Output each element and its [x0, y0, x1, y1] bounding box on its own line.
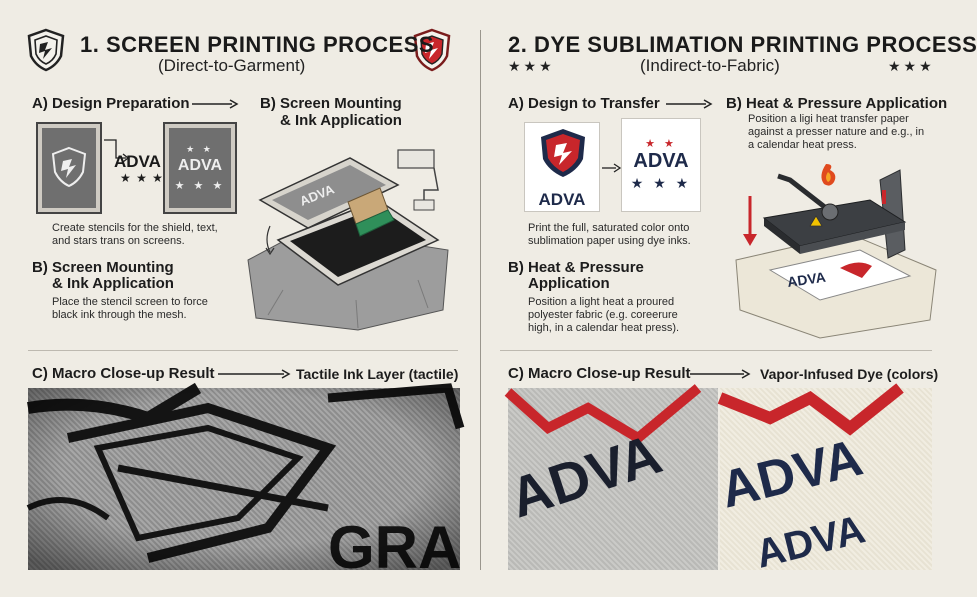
- right-stars-right: ★★★: [888, 58, 935, 74]
- macro-right-text-2: ADVA: [752, 507, 870, 576]
- heat-press-illustration: ADVA: [735, 164, 937, 339]
- right-step-b-heading-2: Application: [528, 275, 610, 292]
- stencil-frame-stars-top: ★ ★: [186, 144, 214, 154]
- transfer-stars-bottom: ★ ★ ★: [630, 175, 692, 191]
- right-step-b-top-heading: B) Heat & Pressure Application: [726, 95, 948, 112]
- right-step-a-desc-2: sublimation paper using dye inks.: [528, 235, 691, 247]
- arrow-bend-icon-2: [136, 150, 162, 186]
- panel-divider: [480, 30, 481, 570]
- arrow-small-icon: [602, 163, 622, 173]
- right-step-b-desc-1: Position a light heat a proured: [528, 296, 675, 308]
- left-step-b-desc-2: black ink through the mesh.: [52, 309, 187, 321]
- transfer-brand: ADVA: [633, 150, 689, 172]
- ink-print-closeup: GRA: [26, 382, 465, 581]
- color-shield-icon: [541, 129, 585, 177]
- arrow-right-icon-rc: [690, 369, 751, 379]
- right-step-b-desc-3: high, in a calendar heat press).: [528, 322, 680, 334]
- left-step-b-top-heading-2: & Ink Application: [280, 112, 402, 129]
- left-step-b-desc-1: Place the stencil screen to force: [52, 296, 208, 308]
- design-card-brand: ADVA: [538, 190, 586, 209]
- stencil-brand-stars: ★ ★ ★: [120, 171, 164, 185]
- right-step-c-result: Vapor-Infused Dye (colors): [760, 366, 939, 382]
- stencil-frame-stars-bottom: ★ ★ ★: [174, 180, 226, 192]
- arrow-right-icon-c: [218, 369, 291, 379]
- left-step-a-heading: A) Design Preparation: [32, 95, 190, 112]
- shield-logo-red-icon: [413, 28, 451, 72]
- right-stars-left: ★★★: [508, 58, 555, 74]
- arrow-right-icon: [192, 99, 239, 109]
- left-step-c-heading: C) Macro Close-up Result: [32, 365, 215, 382]
- left-step-b-heading-1: B) Screen Mounting: [32, 259, 174, 276]
- transfer-stars-top: ★ ★: [645, 138, 677, 150]
- left-subtitle: (Direct-to-Garment): [158, 56, 306, 75]
- right-macro-photo-grey: ADVA: [502, 384, 718, 570]
- right-step-b-desc-2: polyester fabric (e.g. coreerure: [528, 309, 678, 321]
- design-card-shield: ADVA: [524, 122, 600, 212]
- left-step-a-desc-1: Create stencils for the shield, text,: [52, 222, 218, 234]
- macro-right-text: ADVA: [715, 429, 868, 520]
- left-macro-photo: GRA: [26, 382, 465, 581]
- dye-closeup-grey: ADVA: [502, 384, 702, 529]
- left-step-c-result: Tactile Ink Layer (tactile): [296, 366, 459, 382]
- dye-closeup-cream: ADVA ADVA: [715, 383, 904, 577]
- right-step-b-top-desc-1: Position a ligi heat transfer paper: [748, 113, 909, 125]
- left-divider: [28, 350, 458, 351]
- right-step-a-heading: A) Design to Transfer: [508, 95, 660, 112]
- left-step-a-desc-2: and stars trans on screens.: [52, 235, 185, 247]
- arrow-bend-icon: [104, 139, 130, 163]
- press-label: ADVA: [786, 269, 826, 290]
- stencil-shield-icon: [51, 146, 87, 188]
- right-step-b-top-desc-3: a calendar heat press.: [748, 139, 857, 151]
- left-title: 1. SCREEN PRINTING PROCESS: [80, 32, 435, 57]
- arrow-right-icon-r: [666, 99, 713, 109]
- right-macro-photo-cream: ADVA ADVA: [715, 383, 932, 577]
- macro-left-text: ADVA: [502, 422, 668, 530]
- stencil-frame-shield: [36, 122, 102, 214]
- right-step-a-desc-1: Print the full, saturated color onto: [528, 222, 690, 234]
- left-step-b-top-heading-1: B) Screen Mounting: [260, 95, 402, 112]
- screen-press-illustration: ADVA: [247, 149, 449, 331]
- transfer-paper-card: ★ ★ ADVA ★ ★ ★: [621, 118, 701, 212]
- right-step-c-heading: C) Macro Close-up Result: [508, 365, 691, 382]
- right-step-b-heading-1: B) Heat & Pressure: [508, 259, 644, 276]
- shield-logo-icon: [27, 28, 65, 72]
- right-title: 2. DYE SUBLIMATION PRINTING PROCESS: [508, 32, 977, 57]
- right-divider: [500, 350, 932, 351]
- left-step-b-heading-2: & Ink Application: [52, 275, 174, 292]
- right-step-b-top-desc-2: against a presser nature and e.g., in: [748, 126, 925, 138]
- stencil-frame-brand: ADVA: [177, 157, 223, 174]
- stencil-brand-text: ADVA: [114, 152, 161, 171]
- right-subtitle: (Indirect-to-Fabric): [640, 56, 780, 75]
- stencil-frame-text: ★ ★ ADVA ★ ★ ★: [163, 122, 237, 214]
